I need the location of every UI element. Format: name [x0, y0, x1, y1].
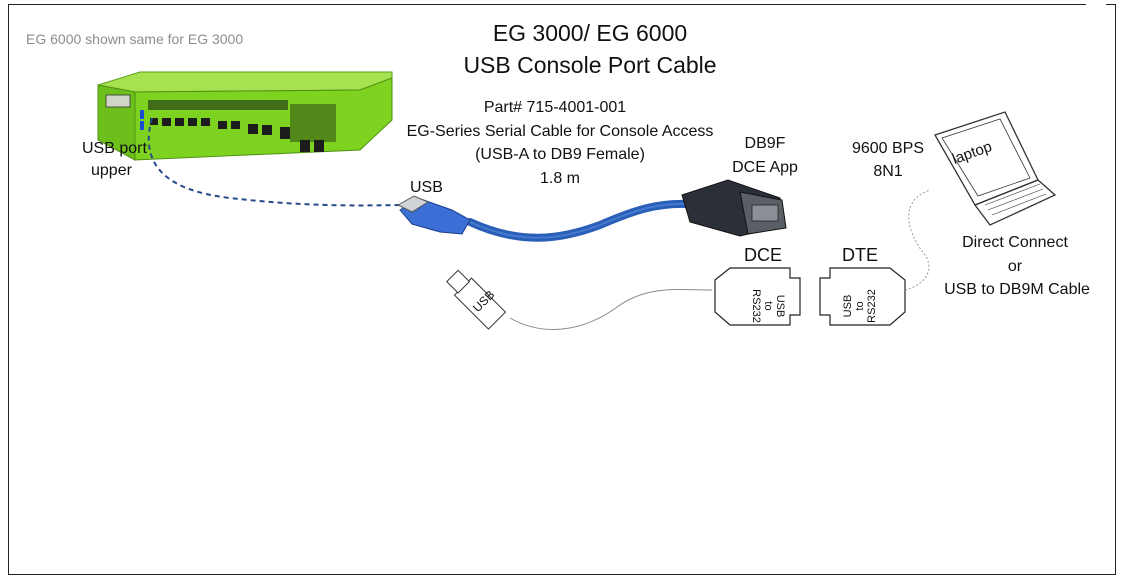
title-line-1: EG 3000/ EG 6000 [492, 20, 688, 46]
dte-adapter-rs232: RS232 [866, 289, 878, 323]
dte-adapter-text: USB to RS232 [842, 262, 878, 350]
direct-connect-label: Direct Connect [962, 234, 1068, 251]
framing-label: 8N1 [873, 163, 903, 180]
or-label: or [1007, 258, 1023, 275]
dce-adapter-text: USB to RS232 [750, 262, 786, 350]
appliance-device [97, 71, 393, 161]
usb-port-label: USB port [82, 140, 147, 157]
dce-app-label: DCE App [732, 159, 798, 176]
device-caption: EG 6000 shown same for EG 3000 [26, 31, 244, 47]
small-usb-plug-icon [446, 269, 713, 330]
part-length: 1.8 m [539, 170, 580, 187]
part-connectors: (USB-A to DB9 Female) [475, 146, 645, 163]
dce-adapter-outline [714, 267, 801, 326]
part-description: EG-Series Serial Cable for Console Acces… [406, 123, 714, 140]
dce-label: DCE [744, 245, 783, 265]
part-number: Part# 715-4001-001 [483, 99, 627, 116]
dte-label: DTE [842, 245, 878, 265]
dte-adapter-usb: USB [842, 294, 854, 318]
dashed-usb-cable [147, 117, 401, 207]
usb-serial-cable [396, 179, 787, 242]
dce-adapter-usb: USB [774, 294, 786, 318]
usb-port-position-label: upper [91, 162, 132, 179]
laptop-illustration [934, 111, 1057, 226]
usb-plug-label: USB [410, 179, 443, 196]
usb-db9m-cable-label: USB to DB9M Cable [944, 281, 1090, 298]
dte-adapter-outline [819, 267, 906, 326]
baud-label: 9600 BPS [851, 140, 925, 157]
frame-gap [1086, 2, 1106, 7]
db9f-label: DB9F [744, 135, 786, 152]
dce-adapter-to: to [762, 301, 774, 311]
title-line-2: USB Console Port Cable [463, 52, 717, 78]
dte-adapter-to: to [854, 301, 866, 311]
dce-adapter-rs232: RS232 [750, 289, 762, 323]
